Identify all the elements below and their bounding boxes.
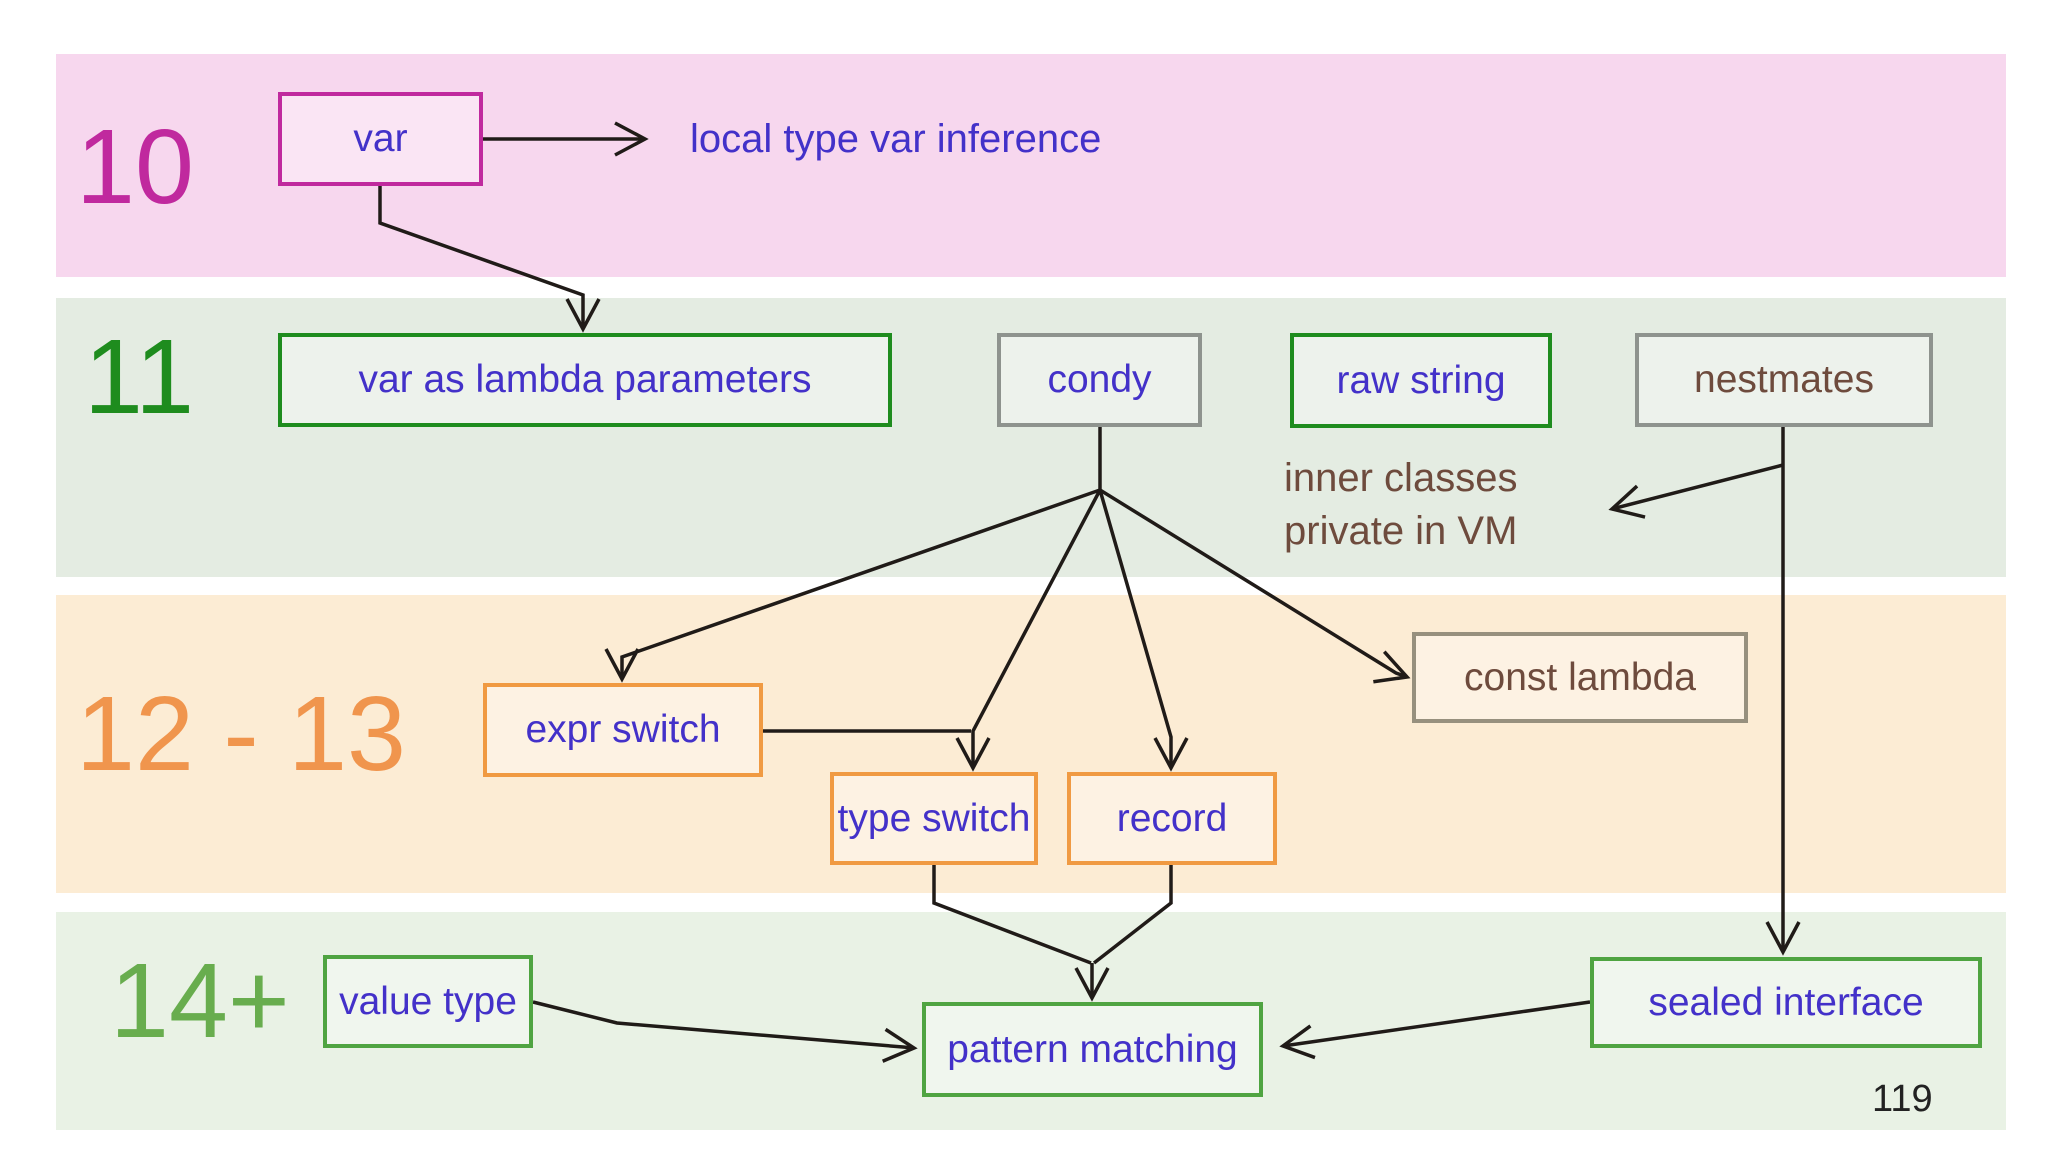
- annotation-local-type-inference: local type var inference: [690, 117, 1102, 161]
- page-number: 119: [1872, 1078, 1933, 1120]
- node-pattern-matching: pattern matching: [922, 1002, 1263, 1097]
- node-const-lambda: const lambda: [1412, 632, 1748, 723]
- node-var-lambda-params: var as lambda parameters: [278, 333, 892, 427]
- row-label-java-12-13: 12 - 13: [76, 675, 407, 793]
- annotation-line-2: private in VM: [1284, 508, 1518, 553]
- node-sealed-interface: sealed interface: [1590, 957, 1982, 1048]
- node-value-type: value type: [323, 955, 533, 1048]
- node-expr-switch: expr switch: [483, 683, 763, 777]
- row-label-java-14: 14+: [110, 942, 290, 1060]
- node-record: record: [1067, 772, 1277, 865]
- node-condy: condy: [997, 333, 1202, 427]
- annotation-inner-classes-private-in-vm: inner classes private in VM: [1284, 452, 1517, 558]
- node-type-switch: type switch: [830, 772, 1038, 865]
- row-label-java-11: 11: [84, 318, 195, 436]
- row-label-java-10: 10: [76, 108, 194, 226]
- annotation-line-1: inner classes: [1284, 456, 1518, 500]
- node-raw-string: raw string: [1290, 333, 1552, 428]
- node-var: var: [278, 92, 483, 186]
- node-nestmates: nestmates: [1635, 333, 1933, 427]
